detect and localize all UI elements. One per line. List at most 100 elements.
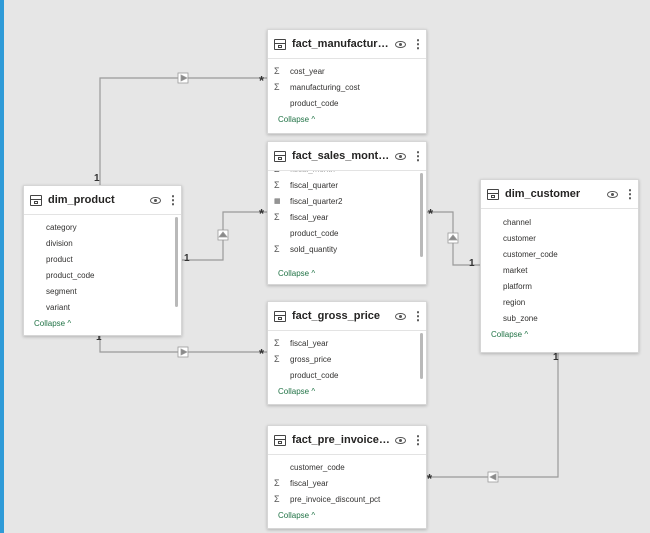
cardinality-many: * [259,73,265,88]
field-name: sub_zone [503,313,538,323]
field-name: product_code [290,98,339,108]
eye-icon[interactable] [607,190,618,198]
cardinality-many: * [428,206,434,221]
cardinality-one: 1 [469,258,475,269]
sum-icon: Σ [274,244,280,254]
table-title: fact_manufacturing_c... [292,38,391,50]
table-card-header[interactable]: fact_pre_invoice_ded... ⋮ [268,426,426,455]
collapse-link[interactable]: Collapse ^ [278,387,316,396]
field-name: region [503,297,526,307]
field-row[interactable]: market [481,262,638,278]
left-edge-bar [0,0,4,533]
field-name: category [46,222,77,232]
table-icon [30,194,42,206]
field-row[interactable]: category [24,219,181,235]
field-row[interactable]: product_code [268,95,426,111]
collapse-link[interactable]: Collapse ^ [278,115,316,124]
field-row[interactable]: platform [481,278,638,294]
table-card-dim-customer[interactable]: dim_customer ⋮ channel customer customer… [480,179,639,353]
field-name: fiscal_year [290,212,329,222]
field-name: fiscal_year [290,338,329,348]
table-card-header[interactable]: dim_product ⋮ [24,186,181,215]
eye-icon[interactable] [150,196,161,204]
table-card-fact-pre-invoice-deductions[interactable]: fact_pre_invoice_ded... ⋮ customer_code … [267,425,427,529]
field-row[interactable]: product_code [268,225,426,241]
table-card-dim-product[interactable]: dim_product ⋮ category division product … [23,185,182,336]
field-row[interactable]: product_code [268,367,426,383]
field-name: product_code [290,228,339,238]
table-card-header[interactable]: dim_customer ⋮ [481,180,638,209]
field-name: pre_invoice_discount_pct [290,494,381,504]
rel-product-grossprice[interactable] [99,335,268,353]
table-icon [274,150,286,162]
field-row[interactable]: product [24,251,181,267]
field-row[interactable]: region [481,294,638,310]
collapse-link[interactable]: Collapse ^ [278,269,316,278]
field-row[interactable]: customer_code [268,459,426,475]
collapse-link[interactable]: Collapse ^ [34,319,72,328]
field-name: product_code [46,270,95,280]
sum-icon: Σ [274,82,280,92]
field-name: product [46,254,73,264]
table-card-header[interactable]: fact_gross_price ⋮ [268,302,426,331]
field-name: cost_year [290,66,325,76]
field-name: customer [503,233,536,243]
field-row[interactable]: customer_code [481,246,638,262]
table-title: fact_gross_price [292,310,381,322]
rel-customer-preinvoice[interactable] [426,352,559,478]
scrollbar[interactable] [420,333,423,379]
more-options-icon[interactable]: ⋮ [412,37,424,51]
sum-icon: Σ [274,171,290,174]
field-name: fiscal_year [290,478,329,488]
more-options-icon[interactable]: ⋮ [167,193,179,207]
sum-icon: Σ [274,338,280,348]
scrollbar[interactable] [175,217,178,307]
scrollbar[interactable] [420,173,423,257]
field-row[interactable]: variant [24,299,181,315]
eye-icon[interactable] [395,40,406,48]
field-name: division [46,238,73,248]
table-icon [274,434,286,446]
collapse-link[interactable]: Collapse ^ [491,330,529,339]
field-row[interactable]: channel [481,214,638,230]
more-options-icon[interactable]: ⋮ [412,149,424,163]
field-row[interactable]: customer [481,230,638,246]
cardinality-one: 1 [94,173,100,184]
more-options-icon[interactable]: ⋮ [624,187,636,201]
cardinality-many: * [259,206,265,221]
field-row[interactable]: segment [24,283,181,299]
table-title: fact_sales_monthly [292,150,391,162]
field-row[interactable]: ▦fiscal_quarter2 [268,193,426,209]
field-row[interactable]: division [24,235,181,251]
field-row[interactable]: product_code [24,267,181,283]
more-options-icon[interactable]: ⋮ [412,309,424,323]
table-card-header[interactable]: fact_manufacturing_c... ⋮ [268,30,426,59]
cardinality-many: * [427,471,433,486]
field-name: sold_quantity [290,244,338,254]
table-card-header[interactable]: fact_sales_monthly ⋮ [268,142,426,171]
rel-product-manufacturing[interactable] [99,77,268,185]
more-options-icon[interactable]: ⋮ [412,433,424,447]
eye-icon[interactable] [395,152,406,160]
sum-icon: Σ [274,354,280,364]
field-name: fiscal_quarter2 [290,196,343,206]
table-title: dim_customer [505,188,581,200]
table-icon [274,310,286,322]
eye-icon[interactable] [395,312,406,320]
eye-icon[interactable] [395,436,406,444]
field-row[interactable]: sub_zone [481,310,638,326]
collapse-link[interactable]: Collapse ^ [278,511,316,520]
